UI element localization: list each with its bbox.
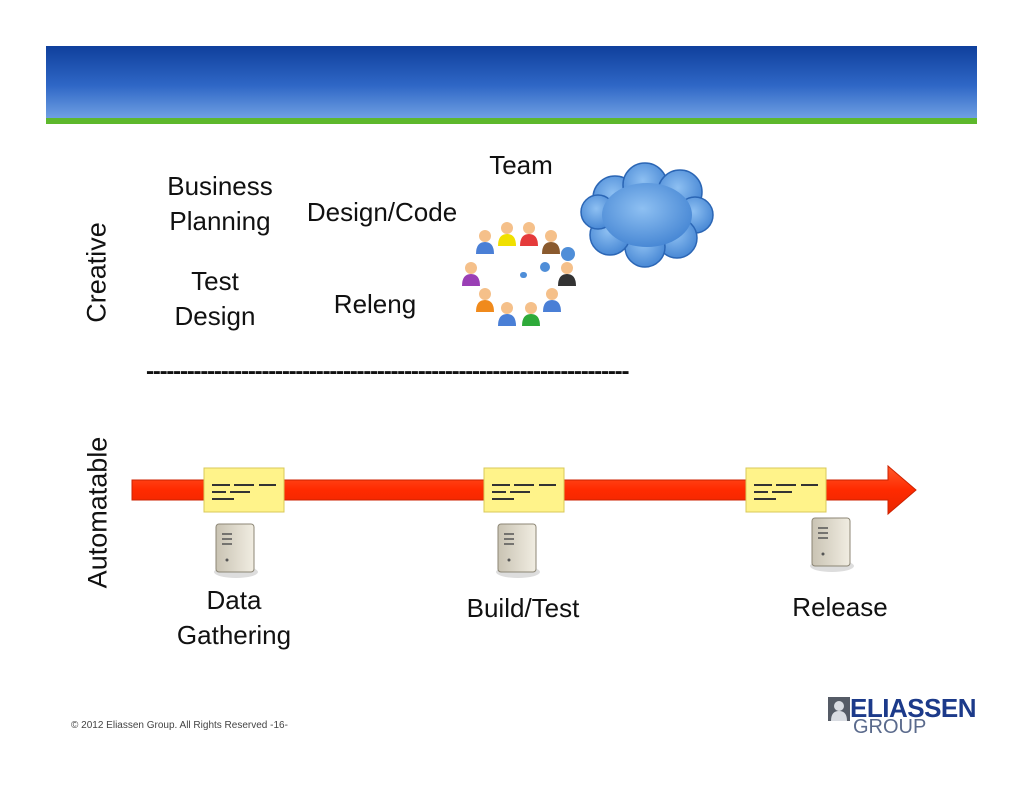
- releng-label: Releng: [333, 289, 417, 319]
- team-label: Team: [489, 150, 553, 180]
- creative-automatable-separator: ----------------------------------------…: [146, 358, 629, 385]
- title-underline: [46, 118, 977, 124]
- design-code-label: Design/Code: [306, 197, 458, 227]
- stage-label-build-test: Build/Test: [466, 593, 580, 623]
- business-planning-label: Business Planning: [167, 171, 273, 236]
- team-people-icons: [462, 222, 576, 326]
- team-circle-graphic: [462, 162, 714, 326]
- eliassen-logo-text: ELIASSEN: [850, 693, 977, 723]
- copyright-footer: © 2012 Eliassen Group. All Rights Reserv…: [71, 720, 288, 731]
- stage-label-release: Release: [792, 592, 888, 622]
- server-icon: [810, 517, 854, 572]
- idea-cloud-icon: [521, 162, 714, 278]
- automatable-axis-label: Automatable: [82, 436, 113, 589]
- title-bar: [46, 46, 977, 118]
- script-note-icon: [483, 467, 565, 513]
- script-note-icon: [745, 467, 827, 513]
- eliassen-logo-emblem-icon: [828, 697, 850, 721]
- script-note-icon: [203, 467, 285, 513]
- creative-axis-label: Creative: [81, 222, 112, 323]
- stage-label-data-gathering: Data Gathering: [176, 585, 292, 650]
- server-icon: [496, 523, 540, 578]
- server-icon: [214, 523, 258, 578]
- pipeline-graphic: [131, 464, 917, 578]
- eliassen-logo-subtext: GROUP: [853, 716, 927, 738]
- test-design-label: Test Design: [174, 266, 256, 331]
